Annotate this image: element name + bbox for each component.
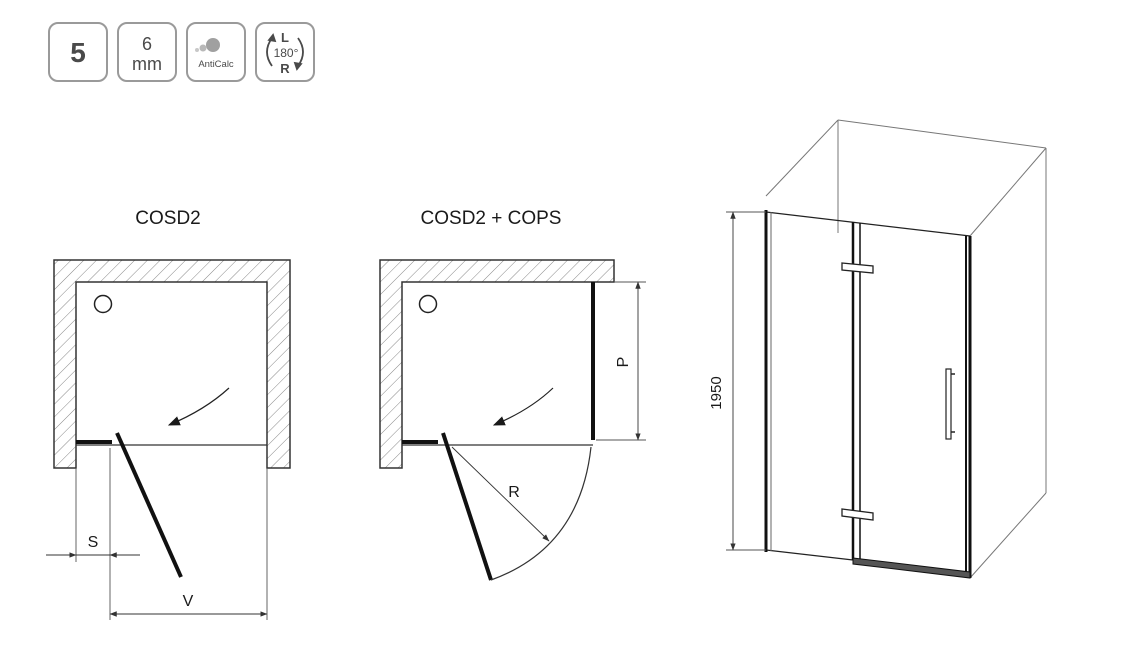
feature-badges: 5 6 mm AntiCalc L 180°: [48, 22, 315, 82]
drain-icon: [93, 294, 113, 314]
door-leaf: [115, 432, 183, 578]
dimension-r-label: R: [508, 484, 520, 501]
reversible-right: R: [280, 61, 290, 76]
reversible-angle: 180°: [274, 46, 299, 60]
hinge-top: [841, 262, 874, 274]
perspective-view: 1950: [708, 119, 1047, 579]
diagram-cosd2-title: COSD2: [135, 208, 200, 229]
glass-thickness-badge: 6 mm: [117, 22, 177, 82]
warranty-badge: 5: [48, 22, 108, 82]
door-handle: [945, 368, 955, 440]
water-drops-icon: [195, 38, 220, 52]
swing-arrow: [492, 387, 554, 426]
reversible-badge: L 180° R: [255, 22, 315, 82]
swing-arrow: [167, 387, 230, 426]
height-dimension-label: 1950: [708, 376, 725, 409]
diagram-cosd2-cops-title: COSD2 + COPS: [421, 208, 562, 229]
drain-icon: [418, 294, 438, 314]
anticalc-badge: AntiCalc: [186, 22, 246, 82]
wall-outline: [379, 259, 615, 469]
glass-thickness-value: 6: [142, 34, 152, 54]
glass-thickness-unit: mm: [132, 54, 162, 74]
hinge-bottom: [841, 508, 874, 521]
diagram-cosd2: COSD2 S V: [46, 208, 291, 620]
reversible-left: L: [281, 30, 289, 45]
wall-outline: [53, 259, 291, 469]
anticalc-label: AntiCalc: [198, 59, 234, 70]
rotate-arrows-icon: [266, 33, 304, 71]
door-leaf: [441, 432, 493, 581]
diagram-cosd2-cops: COSD2 + COPS R P: [379, 208, 646, 581]
dimension-v-label: V: [183, 593, 194, 610]
dimension-p-label: P: [615, 357, 632, 368]
warranty-years: 5: [70, 37, 86, 68]
dimension-s-label: S: [88, 534, 99, 551]
